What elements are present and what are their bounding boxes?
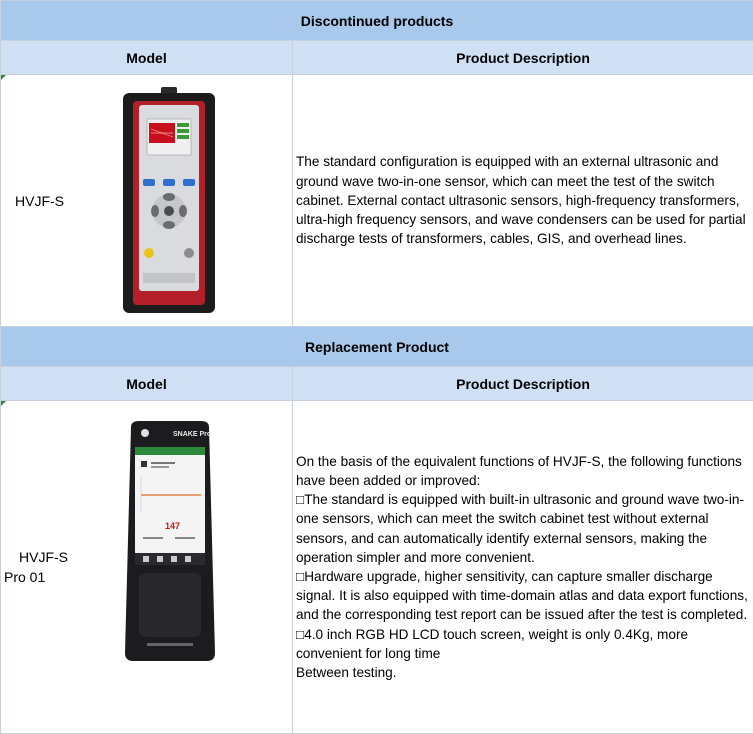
column-header-row: Model Product Description	[0, 366, 753, 401]
product-row-discontinued: HVJF-S	[0, 74, 753, 327]
model-cell: HVJF-S Pro 01 SNAKE Pro 147	[0, 400, 293, 734]
model-column-header: Model	[0, 40, 293, 75]
cell-marker	[1, 75, 6, 80]
product-row-replacement: HVJF-S Pro 01 SNAKE Pro 147	[0, 400, 753, 734]
section-title-discontinued: Discontinued products	[0, 0, 753, 41]
model-name-line1: HVJF-S	[15, 193, 64, 209]
model-name: HVJF-S	[15, 191, 64, 211]
description-point-2: □Hardware upgrade, higher sensitivity, c…	[296, 569, 748, 623]
section-title-replacement: Replacement Product	[0, 326, 753, 367]
model-name: HVJF-S Pro 01	[4, 547, 68, 587]
description-point-1: □The standard is equipped with built-in …	[296, 492, 744, 565]
description-cell: On the basis of the equivalent functions…	[291, 400, 753, 734]
description-cell: The standard configuration is equipped w…	[291, 74, 753, 327]
model-name-line2: Pro 01	[4, 569, 46, 585]
device-brand-text: SNAKE Pro	[173, 431, 211, 438]
description-column-header: Product Description	[291, 366, 753, 401]
cell-marker	[1, 401, 6, 406]
description-tail: Between testing.	[296, 665, 397, 681]
model-column-header: Model	[0, 366, 293, 401]
column-header-row: Model Product Description	[0, 40, 753, 75]
hvjf-s-pro-device-photo-icon: SNAKE Pro 147	[125, 421, 215, 661]
description-point-3: □4.0 inch RGB HD LCD touch screen, weigh…	[296, 626, 689, 661]
device-screen-reading: 147	[165, 521, 180, 531]
model-cell: HVJF-S	[0, 74, 293, 327]
model-name-line1: HVJF-S	[19, 549, 68, 565]
description-column-header: Product Description	[291, 40, 753, 75]
section-header-row: Replacement Product	[0, 326, 753, 367]
hvjf-s-device-photo-icon	[123, 87, 215, 313]
description-text: The standard configuration is equipped w…	[296, 154, 746, 247]
section-header-row: Discontinued products	[0, 0, 753, 41]
description-intro: On the basis of the equivalent functions…	[296, 453, 742, 488]
